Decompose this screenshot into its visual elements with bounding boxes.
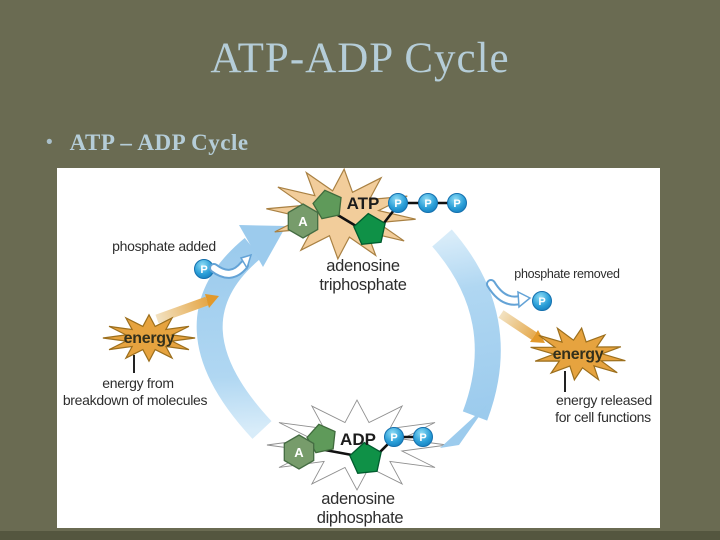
atp-adenine-letter: A [298, 214, 308, 229]
atp-phosphate-circle-2: P [418, 193, 438, 213]
phosphate-added-label: phosphate added [112, 238, 216, 254]
diagram-panel: A ATP P P P adenosine triphosphate [57, 168, 660, 528]
adp-phosphate-circle-2: P [413, 427, 433, 447]
phosphate-added-curved-arrow [209, 253, 253, 279]
energy-out-caption-line1: energy released [556, 392, 652, 408]
slide-footer-strip [0, 531, 720, 540]
cycle-arrow-up-head [239, 225, 286, 267]
energy-in-arrow [155, 294, 219, 324]
adp-bond-to-p1 [378, 442, 390, 454]
atp-name-line1: adenosine [326, 257, 400, 275]
bullet-item: • ATP – ADP Cycle [46, 130, 249, 156]
energy-out-caption-line2: for cell functions [555, 409, 651, 425]
atp-phosphate-circle-3: P [447, 193, 467, 213]
slide-title: ATP-ADP Cycle [210, 35, 510, 82]
adp-bond-ribose-phosphate [323, 448, 354, 457]
bullet-text: ATP – ADP Cycle [69, 130, 249, 155]
atp-p3-letter: P [453, 198, 460, 210]
atp-adp-cycle-diagram: A ATP P P P adenosine triphosphate [63, 168, 652, 527]
energy-in-burst-label: energy [124, 330, 175, 347]
phosphate-removed-circle: P [532, 291, 552, 311]
atp-p1-letter: P [394, 198, 401, 210]
phosphate-added-p-letter: P [200, 264, 207, 276]
adp-phosphate-circle-1: P [384, 427, 404, 447]
adp-name-line2: diphosphate [317, 509, 404, 527]
adp-name-line1: adenosine [321, 490, 395, 508]
atp-abbr-label: ATP [347, 194, 380, 213]
cycle-arrow-up-shaft [196, 237, 272, 439]
adp-adenine-letter: A [294, 445, 304, 460]
phosphate-removed-label: phosphate removed [514, 267, 620, 281]
atp-name-line2: triphosphate [319, 276, 406, 294]
atp-p2-letter: P [424, 198, 431, 210]
energy-in-caption-line1: energy from [102, 375, 173, 391]
adp-p1-letter: P [390, 432, 397, 444]
adp-p2-letter: P [419, 432, 426, 444]
phosphate-removed-curved-arrow [486, 279, 532, 309]
atp-phosphate-circle-1: P [388, 193, 408, 213]
phosphate-removed-p-letter: P [538, 296, 545, 308]
adp-abbr-label: ADP [340, 430, 376, 449]
atp-bond-ribose-phosphate [334, 212, 358, 228]
energy-out-arrow [498, 310, 545, 343]
atp-bond-to-p1 [382, 208, 396, 225]
cycle-arrow-down-shaft [432, 229, 501, 421]
energy-out-burst-label: energy [553, 346, 604, 363]
bullet-marker: • [46, 132, 53, 153]
energy-in-caption-line2: breakdown of molecules [63, 392, 208, 408]
cycle-arrow-down-head [440, 405, 487, 448]
